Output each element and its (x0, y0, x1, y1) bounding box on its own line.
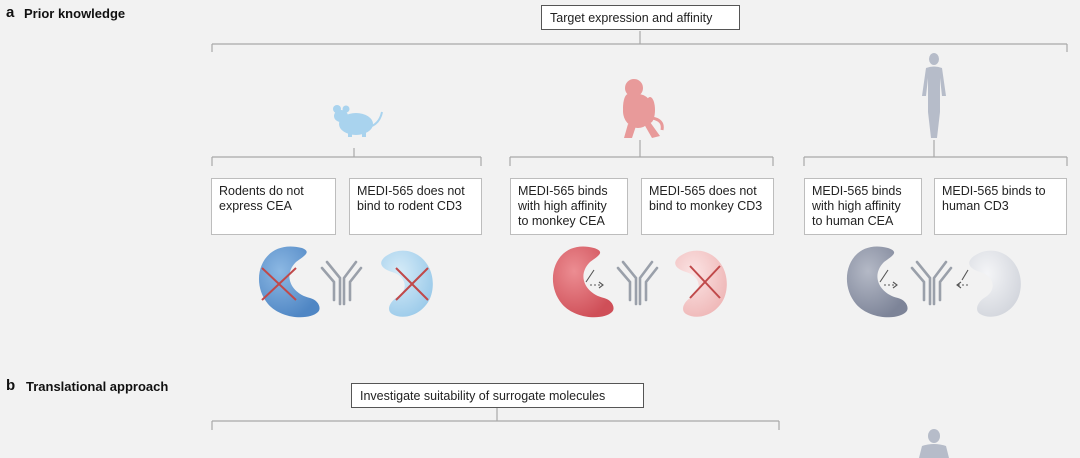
rodent-cd3-box: MEDI-565 does not bind to rodent CD3 (349, 178, 482, 235)
rodent-cea-glyph (258, 246, 320, 318)
cross-icon (395, 267, 429, 301)
cross-icon (261, 267, 297, 301)
antibody-icon (616, 260, 659, 306)
binding-arrow-icon (956, 269, 970, 289)
binding-arrow-icon (585, 269, 604, 289)
human-icon (922, 53, 946, 138)
antibody-icon (320, 260, 363, 306)
monkey-cea-box: MEDI-565 binds with high affinity to mon… (510, 178, 628, 235)
rodent-cea-box: Rodents do not express CEA (211, 178, 336, 235)
human-cd3-glyph (956, 250, 1021, 317)
monkey-bracket (509, 140, 774, 166)
antibody-icon (910, 260, 953, 306)
monkey-cd3-glyph (675, 250, 727, 317)
rodent-cd3-glyph (381, 250, 433, 317)
human-icon (919, 429, 949, 458)
monkey-cea-glyph (552, 246, 614, 318)
rodent-bracket (211, 148, 482, 166)
human-bracket (803, 140, 1068, 166)
section-b-letter: b (6, 377, 16, 394)
human-cea-box: MEDI-565 binds with high affinity to hum… (804, 178, 922, 235)
top-bracket (211, 31, 1068, 52)
section-b-header-box: Investigate suitability of surrogate mol… (351, 383, 644, 408)
section-b-title: Translational approach (26, 379, 169, 394)
section-a-title: Prior knowledge (24, 6, 126, 21)
human-cea-glyph (846, 246, 908, 318)
section-b-bracket (211, 408, 780, 430)
section-a-header-box: Target expression and affinity (541, 5, 740, 30)
human-cd3-box: MEDI-565 binds to human CD3 (934, 178, 1067, 235)
binding-arrow-icon (879, 269, 898, 289)
monkey-icon (623, 79, 664, 138)
mouse-icon (333, 105, 383, 137)
monkey-cd3-box: MEDI-565 does not bind to monkey CD3 (641, 178, 774, 235)
cross-icon (689, 265, 721, 299)
section-a-letter: a (6, 4, 15, 21)
